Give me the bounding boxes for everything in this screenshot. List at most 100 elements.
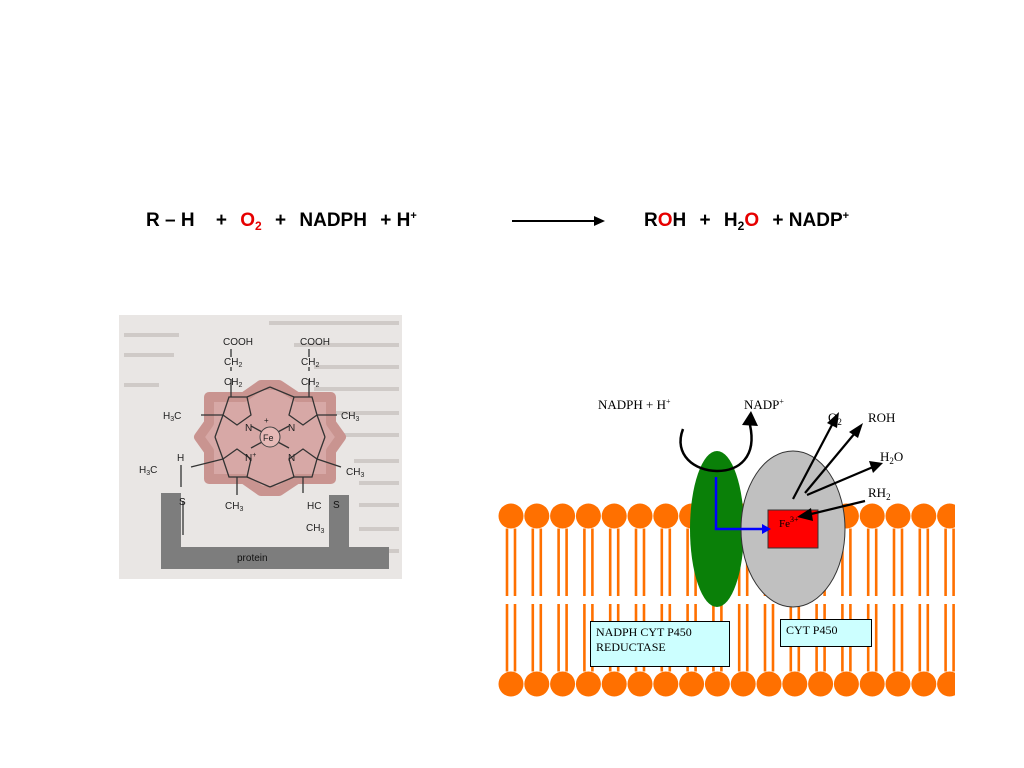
cooh-right-label: COOH — [300, 337, 330, 348]
plus-sign: + — [275, 210, 287, 231]
nitrogen-label: N — [288, 423, 295, 434]
reductase-line1: NADPH CYT P450 — [596, 625, 692, 639]
o2-arrow — [792, 422, 834, 500]
lipid-head — [498, 671, 524, 697]
electron-arrow-icon — [762, 524, 771, 534]
lipid-head — [601, 671, 627, 697]
ch2-label: CH2 — [224, 357, 242, 369]
nadp-charge: + — [842, 210, 850, 222]
plus-sign: + — [215, 210, 227, 231]
reductase-label-box: NADPH CYT P450 REDUCTASE — [590, 621, 730, 667]
heme-structure-figure: Fe COOH COOH CH2 CH2 CH2 CH2 H3C CH3 CH3… — [119, 315, 402, 579]
h2o-label: H2O — [880, 449, 904, 466]
lipid-head — [524, 671, 550, 697]
cooh-left-label: COOH — [223, 337, 253, 348]
reactant-o2: O2 — [240, 210, 262, 233]
arrow-head-icon — [849, 423, 863, 438]
nitrogen-label: N — [245, 423, 252, 434]
protein-label: protein — [237, 553, 268, 564]
nadp-text: NADP — [788, 210, 843, 231]
equation-reactants: R – H + O2 + NADPH + H+ — [146, 210, 417, 233]
roh-o: O — [657, 210, 673, 231]
rh2-label: RH2 — [868, 485, 891, 502]
lipid-head — [833, 671, 859, 697]
proton-letter: H — [396, 210, 411, 231]
lipid-head — [550, 671, 576, 697]
ch3-label: CH3 — [346, 467, 364, 479]
lipid-head — [653, 503, 679, 529]
rh2-arrow — [806, 499, 866, 517]
nitrogen-label: N+ — [245, 452, 256, 464]
ch3-label: CH3 — [225, 501, 243, 513]
nitrogen-label: N — [288, 453, 295, 464]
arrow-head-icon — [827, 412, 839, 428]
water-h: H — [723, 210, 738, 231]
lipid-head — [808, 671, 834, 697]
nadp-label: NADP+ — [744, 397, 784, 412]
lipid-head — [859, 503, 885, 529]
lipid-head — [627, 671, 653, 697]
o2-label: O2 — [828, 410, 842, 427]
lipid-head — [730, 671, 756, 697]
o2-letter: O — [240, 210, 256, 231]
roh-h: H — [672, 210, 687, 231]
lipid-head — [911, 671, 937, 697]
product-roh: ROH — [644, 210, 686, 231]
roh-label: ROH — [868, 410, 896, 425]
ch3-label: CH3 — [306, 523, 324, 535]
protein-base — [161, 547, 389, 569]
sulfur-label: S — [179, 497, 186, 508]
o2-subscript: 2 — [255, 219, 262, 233]
plus-sign: + — [380, 210, 392, 231]
protein-pillar-left — [161, 493, 181, 547]
h3c-label: H3C — [163, 411, 181, 423]
lipid-head — [524, 503, 550, 529]
arrow-head-icon — [869, 461, 883, 473]
lipid-head — [885, 671, 911, 697]
lipid-head — [550, 503, 576, 529]
ch3-label: CH3 — [341, 411, 359, 423]
h-label: H — [177, 453, 184, 464]
lipid-head — [498, 503, 524, 529]
reductase-line2: REDUCTASE — [596, 640, 666, 654]
proton-charge: + — [410, 210, 417, 222]
fe-charge-label: + — [264, 416, 269, 425]
equation-products: ROH + H2O + NADP+ — [644, 210, 849, 233]
plus-sign: + — [699, 210, 711, 231]
heme-diagram: Fe COOH COOH CH2 CH2 CH2 CH2 H3C CH3 CH3… — [124, 321, 399, 569]
product-water: H2O — [723, 210, 760, 233]
product-nadp: NADP+ — [789, 210, 849, 231]
nadph-label: NADPH + H+ — [598, 397, 671, 412]
lipid-head — [859, 671, 885, 697]
lipid-head — [937, 671, 955, 697]
electron-path — [714, 477, 763, 531]
lipid-head — [575, 671, 601, 697]
lipid-head — [653, 671, 679, 697]
sulfur-label: S — [333, 500, 340, 511]
lipid-head — [782, 671, 808, 697]
ch2-label: CH2 — [301, 357, 319, 369]
nadph-oxidation-arc — [679, 424, 753, 473]
lipid-head — [679, 671, 705, 697]
lipid-head — [575, 503, 601, 529]
lipid-head — [704, 671, 730, 697]
reactant-rh: R – H — [146, 210, 195, 231]
lipid-head — [756, 671, 782, 697]
arrow-head-icon — [797, 508, 813, 521]
fe3-label: Fe3+ — [779, 515, 799, 530]
reactant-proton: H+ — [397, 210, 417, 231]
h2o-arrow — [806, 465, 874, 497]
water-o: O — [744, 210, 760, 231]
plus-sign: + — [772, 210, 784, 231]
membrane-diagram — [498, 411, 955, 697]
h3c-label: H3C — [139, 465, 157, 477]
lipid-head — [937, 503, 955, 529]
reactant-nadph: NADPH — [299, 210, 367, 231]
iron-label: Fe — [263, 433, 274, 443]
roh-arrow — [804, 432, 856, 494]
hc-label: HC — [307, 501, 321, 512]
ch2-label: CH2 — [301, 377, 319, 389]
iron-center — [259, 426, 281, 448]
nadp-arrow-icon — [742, 411, 758, 426]
cyt-p450-label-box: CYT P450 — [780, 619, 872, 647]
